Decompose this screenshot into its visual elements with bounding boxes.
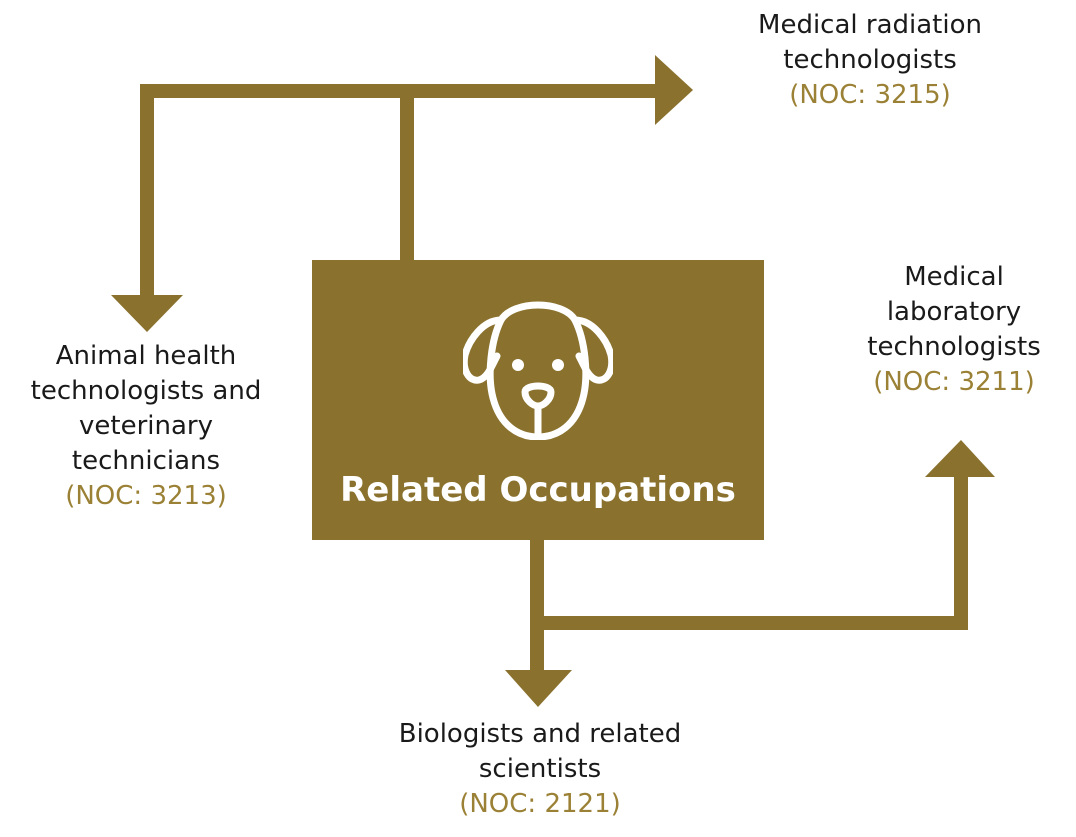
noc-code: (NOC: 2121) [459,789,621,819]
bottom-stem [530,538,544,672]
center-title: Related Occupations [340,470,736,510]
occupation-medical-laboratory-technologists: Medical laboratory technologists (NOC: 3… [842,260,1066,400]
arrowhead-right [655,55,693,125]
occupation-label-line: Medical radiation [758,10,982,40]
noc-code: (NOC: 3215) [789,80,951,110]
occupation-medical-radiation-technologists: Medical radiation technologists (NOC: 32… [700,8,1040,113]
occupation-label-line: technicians [71,446,221,476]
occupation-biologists: Biologists and related scientists (NOC: … [330,717,750,822]
occupation-label-line: scientists [478,754,602,784]
occupation-label-line: Animal health [55,341,237,371]
right-rise [954,474,968,630]
dog-icon [463,301,613,440]
related-occupations-box: Related Occupations [312,260,764,540]
left-drop [140,84,154,298]
occupation-label-line: Biologists and related [398,719,682,749]
arrowhead-up-right [925,440,995,477]
occupation-animal-health-technologists: Animal health technologists and veterina… [0,339,292,514]
occupation-label-line: veterinary [79,411,213,441]
occupation-label-line: Medical [904,262,1004,292]
occupation-label-line: technologists [867,332,1041,362]
bottom-bar [530,616,968,630]
occupation-label-line: technologists [783,45,957,75]
noc-code: (NOC: 3211) [873,367,1035,397]
arrowhead-down-left [111,295,183,332]
noc-code: (NOC: 3213) [65,481,227,511]
top-stem [400,88,414,262]
occupation-label-line: technologists and [30,376,262,406]
occupation-label-line: laboratory [886,297,1022,327]
top-bar [140,84,660,98]
arrowhead-down-bottom [505,670,572,707]
